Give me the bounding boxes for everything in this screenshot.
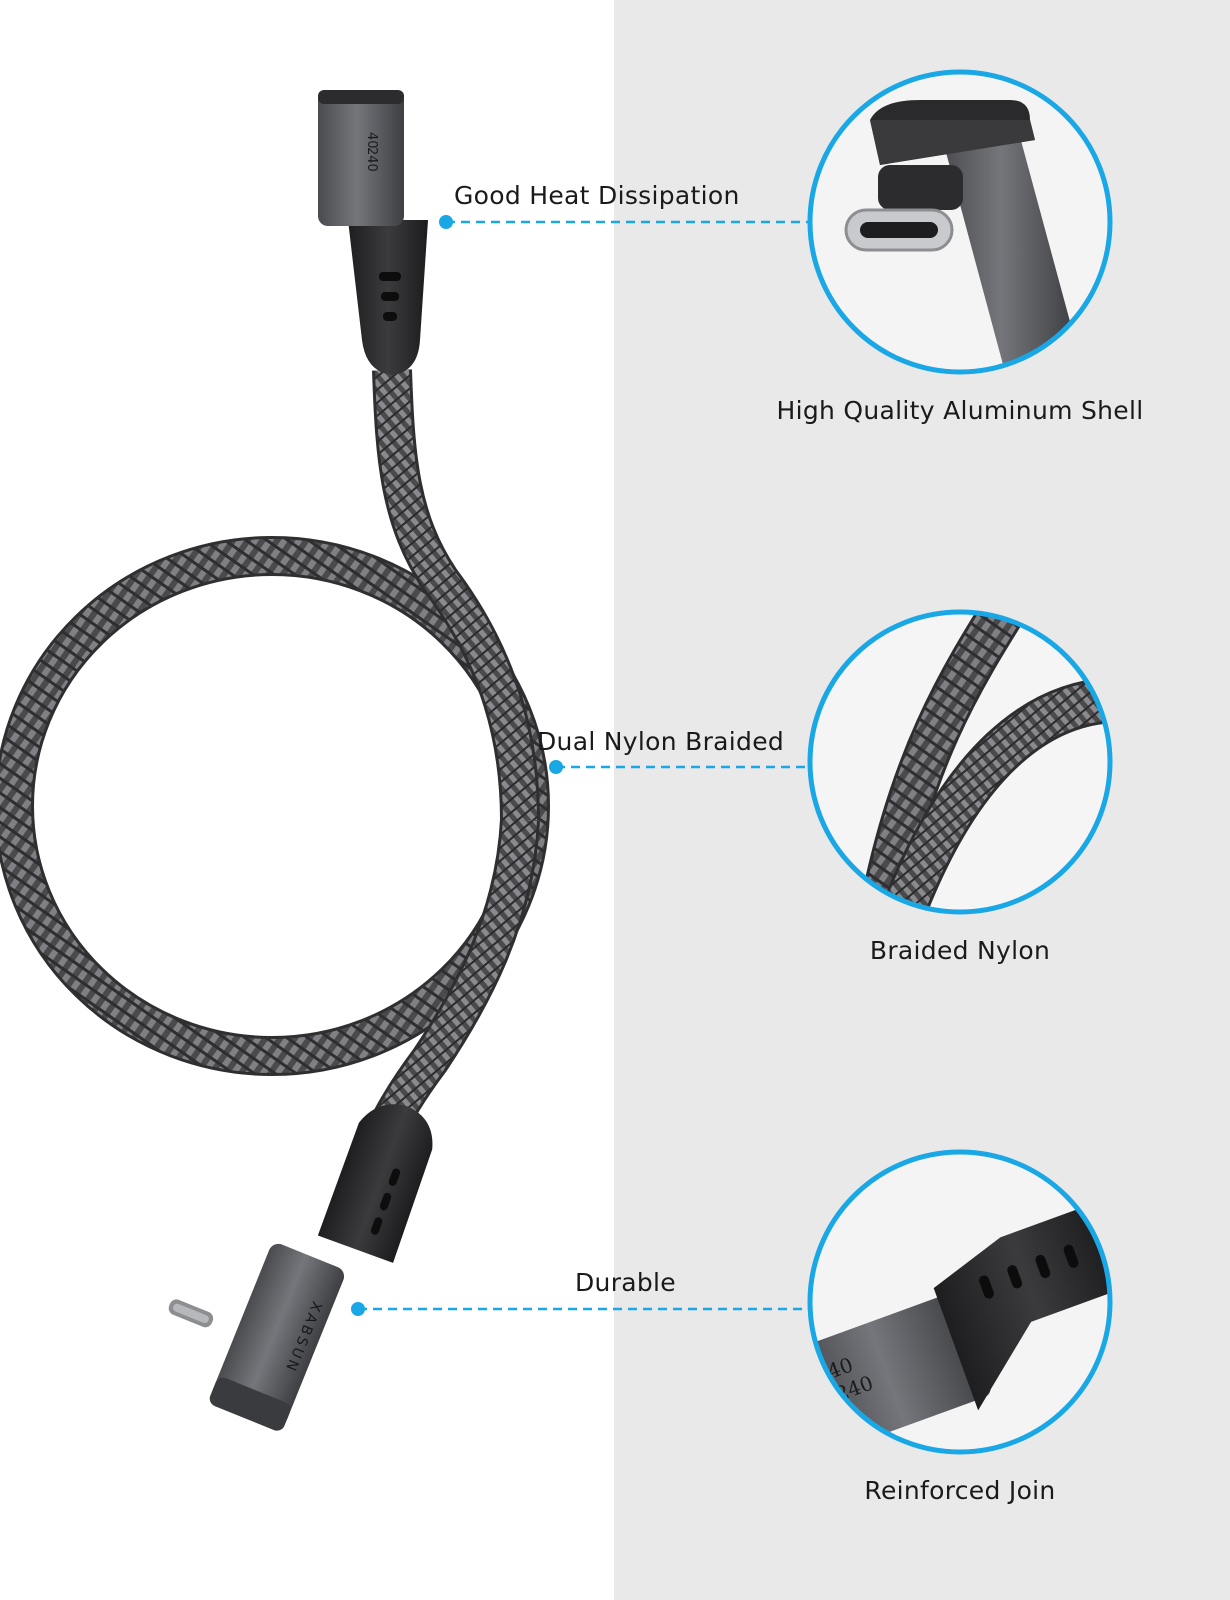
connector-power-marking: 240 <box>364 147 379 172</box>
callout-label-durable: Durable <box>575 1268 676 1297</box>
cable-illustration: 40 240 XABSUN <box>0 90 550 1431</box>
callout-label-dual-nylon: Dual Nylon Braided <box>537 727 785 756</box>
detail-circle-aluminum-shell <box>807 69 1113 375</box>
detail-circle-reinforced-join: 40 240 <box>807 1149 1113 1455</box>
callout-line-braid <box>549 760 808 774</box>
connector-speed-marking: 40 <box>364 132 379 149</box>
caption-reinforced-join: Reinforced Join <box>864 1476 1056 1505</box>
callout-label-heat-dissipation: Good Heat Dissipation <box>454 181 740 210</box>
detail-circle-braided-nylon <box>807 609 1113 915</box>
callout-line-heat <box>439 215 808 229</box>
caption-braided-nylon: Braided Nylon <box>869 936 1051 965</box>
callout-line-durable <box>351 1302 808 1316</box>
caption-aluminum-shell: High Quality Aluminum Shell <box>776 396 1144 425</box>
